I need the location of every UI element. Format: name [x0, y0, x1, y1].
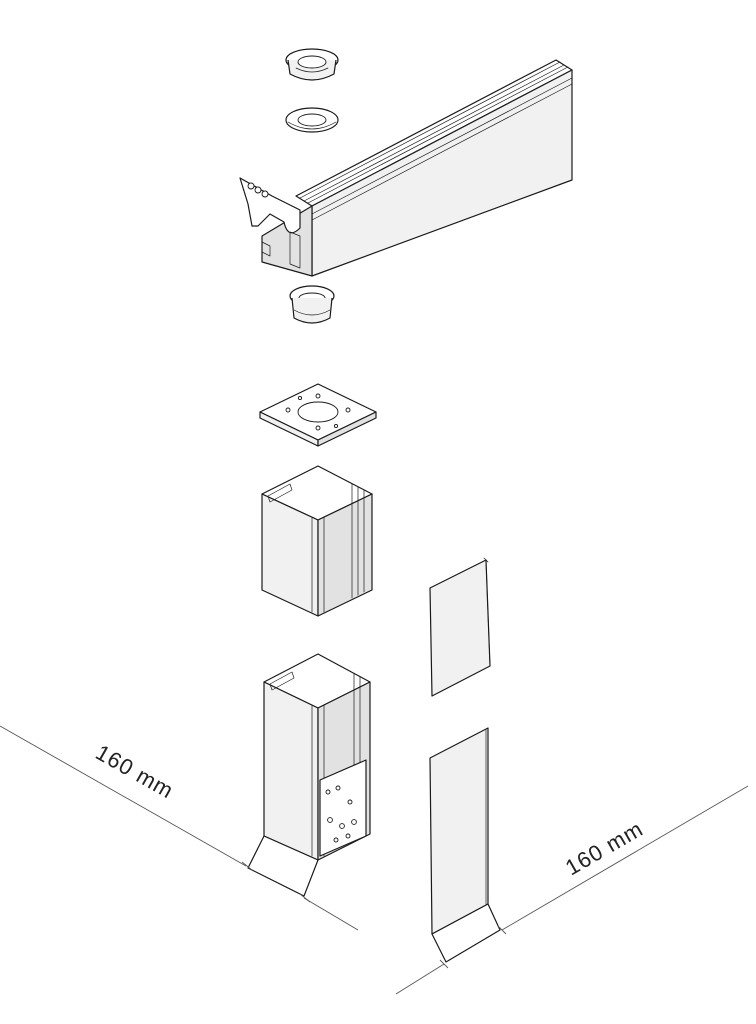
- lower-post-section: [247, 653, 371, 897]
- square-mounting-plate: [259, 383, 377, 447]
- top-grommet: [285, 48, 339, 81]
- horizontal-profile-beam: [239, 59, 573, 277]
- bottom-grommet: [289, 285, 335, 324]
- right-dimension-label: 160 mm: [561, 816, 648, 880]
- upper-cover-panel: [429, 557, 491, 697]
- left-dimension-label: 160 mm: [92, 740, 179, 804]
- flat-washer: [285, 107, 339, 133]
- upper-post-section: [261, 465, 373, 617]
- lower-cover-panel: [429, 727, 501, 963]
